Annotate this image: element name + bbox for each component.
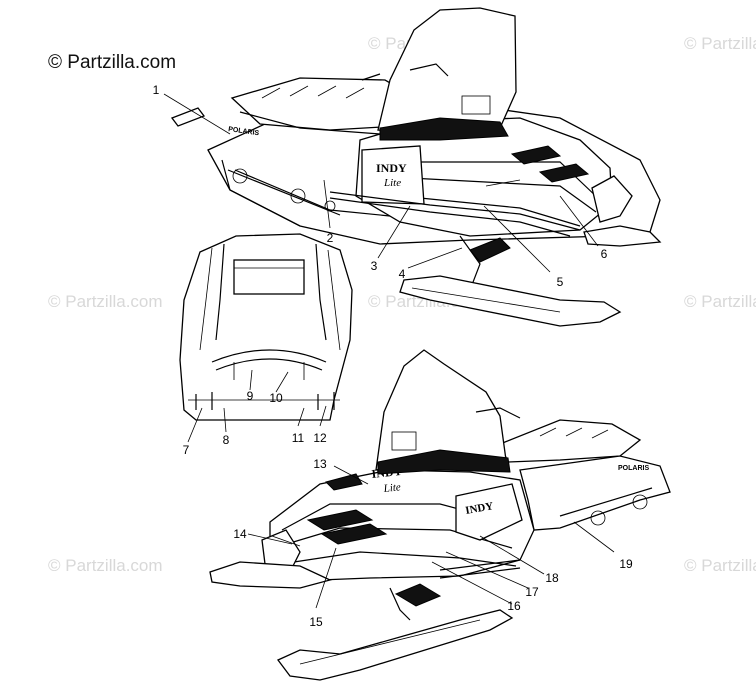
- callout-11: 11: [291, 431, 305, 445]
- callout-3: 3: [370, 259, 378, 273]
- callout-15: 15: [309, 615, 323, 629]
- model-sub-decal-top: Lite: [383, 177, 401, 189]
- callout-4: 4: [398, 267, 406, 281]
- hood-view: [179, 233, 353, 421]
- watermark: © Partzilla.com: [684, 34, 756, 53]
- callout-17: 17: [525, 585, 539, 599]
- callout-14: 14: [233, 527, 247, 541]
- model-decal-side: INDY: [464, 500, 494, 517]
- copyright-notice: © Partzilla.com: [48, 52, 177, 73]
- callout-1: 1: [152, 83, 160, 97]
- callout-9: 9: [246, 389, 254, 403]
- leader-lines: [163, 93, 615, 609]
- watermark: © Partzilla.com: [684, 292, 756, 311]
- callout-13: 13: [313, 457, 327, 471]
- callout-18: 18: [545, 571, 559, 585]
- snowmobile-bottom: POLARIS INDY Lite INDY: [209, 349, 671, 681]
- callout-19: 19: [619, 557, 633, 571]
- watermark: © Partzilla.com: [48, 556, 163, 575]
- callout-7: 7: [182, 443, 190, 457]
- watermark: © Partzilla.com: [48, 292, 163, 311]
- watermark: © Partzilla.com: [684, 556, 756, 575]
- brand-decal-top: POLARIS: [228, 126, 260, 137]
- callout-5: 5: [556, 275, 564, 289]
- callout-12: 12: [313, 431, 327, 445]
- model-decal-top: INDY: [376, 161, 407, 175]
- callout-2: 2: [326, 231, 334, 245]
- snowmobile-top: INDY Lite POLARIS: [170, 7, 662, 327]
- callout-10: 10: [269, 391, 283, 405]
- callout-6: 6: [600, 247, 608, 261]
- model-sub-decal-bottom: Lite: [382, 481, 401, 495]
- callout-8: 8: [222, 433, 230, 447]
- callout-16: 16: [507, 599, 521, 613]
- brand-decal-bottom: POLARIS: [618, 465, 649, 472]
